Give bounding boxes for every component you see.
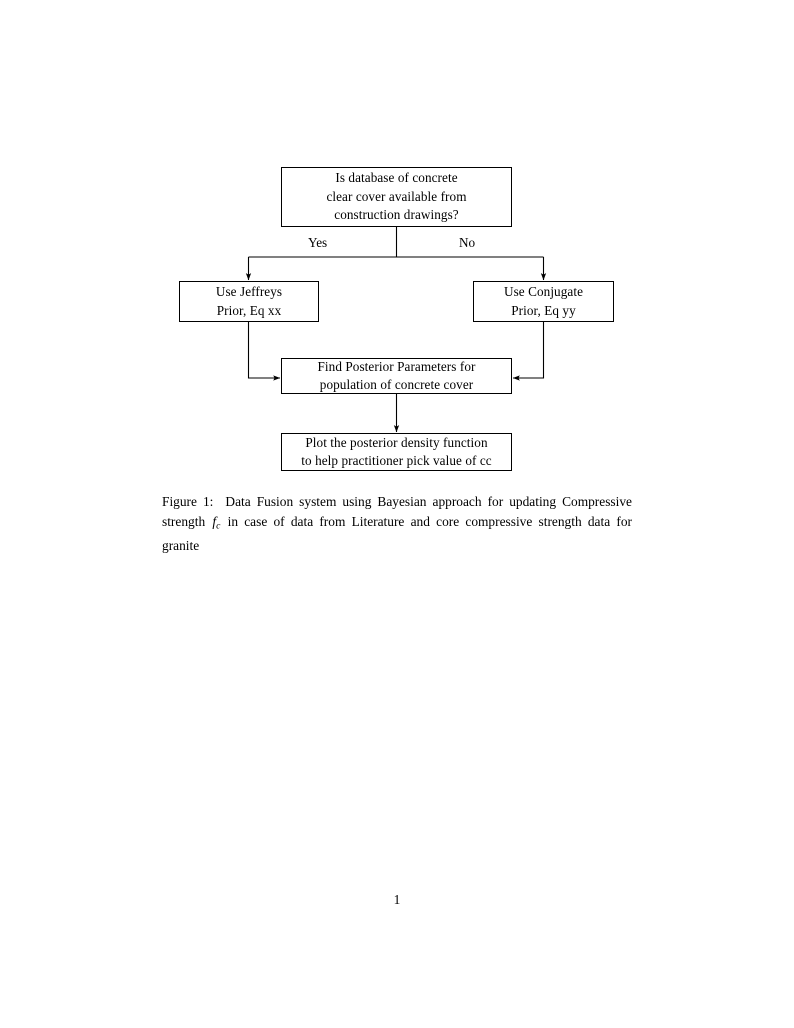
page-number: 1 xyxy=(393,892,401,907)
flow-node-jeffreys-prior: Use Jeffreys Prior, Eq xx xyxy=(179,281,319,322)
flow-node-question-line-1: Is database of concrete xyxy=(335,170,458,186)
figure-caption-gap xyxy=(213,494,225,509)
branch-label-yes: Yes xyxy=(308,235,328,250)
flow-node-plot-line-1: Plot the posterior density function xyxy=(305,434,488,450)
figure-caption-math-fc: fc xyxy=(211,513,221,531)
flow-node-question-line-2: clear cover available from xyxy=(326,188,467,204)
flow-node-conjugate-prior: Use Conjugate Prior, Eq yy xyxy=(473,281,614,322)
figure-caption-text-part2: in case of data from Literature and core… xyxy=(162,513,632,553)
flow-node-posterior-line-1: Find Posterior Parameters for xyxy=(317,358,476,374)
flow-node-question-line-3: construction drawings? xyxy=(334,207,459,223)
flow-node-question: Is database of concrete clear cover avai… xyxy=(281,167,512,227)
figure-caption-math-base: f xyxy=(212,513,217,529)
flow-node-posterior-line-2: population of concrete cover xyxy=(319,377,474,392)
flow-node-jeffreys-line-2: Prior, Eq xx xyxy=(216,302,282,318)
figure-caption: Figure 1: Data Fusion system using Bayes… xyxy=(162,492,632,555)
connector-conjugate-to-posterior xyxy=(512,322,545,381)
branch-label-no: No xyxy=(459,235,476,250)
flow-node-plot-line-2: to help practitioner pick value of cc xyxy=(301,453,492,468)
flowchart-connectors xyxy=(245,227,547,433)
figure-caption-text-part1: Data Fusion system using Bayesian approa… xyxy=(162,494,632,529)
flow-node-find-posterior-parameters: Find Posterior Parameters for population… xyxy=(281,358,512,394)
connector-jeffreys-to-posterior xyxy=(247,322,281,381)
figure-caption-label: Figure 1: xyxy=(162,494,214,509)
flow-node-conjugate-line-2: Prior, Eq yy xyxy=(511,302,576,318)
flow-node-plot-posterior-density: Plot the posterior density function to h… xyxy=(281,433,512,471)
figure-caption-math-subscript: c xyxy=(216,520,221,531)
flow-node-conjugate-line-1: Use Conjugate xyxy=(503,284,584,299)
flow-node-jeffreys-line-1: Use Jeffreys xyxy=(215,284,283,299)
figure-flowchart: Is database of concrete clear cover avai… xyxy=(0,0,794,500)
